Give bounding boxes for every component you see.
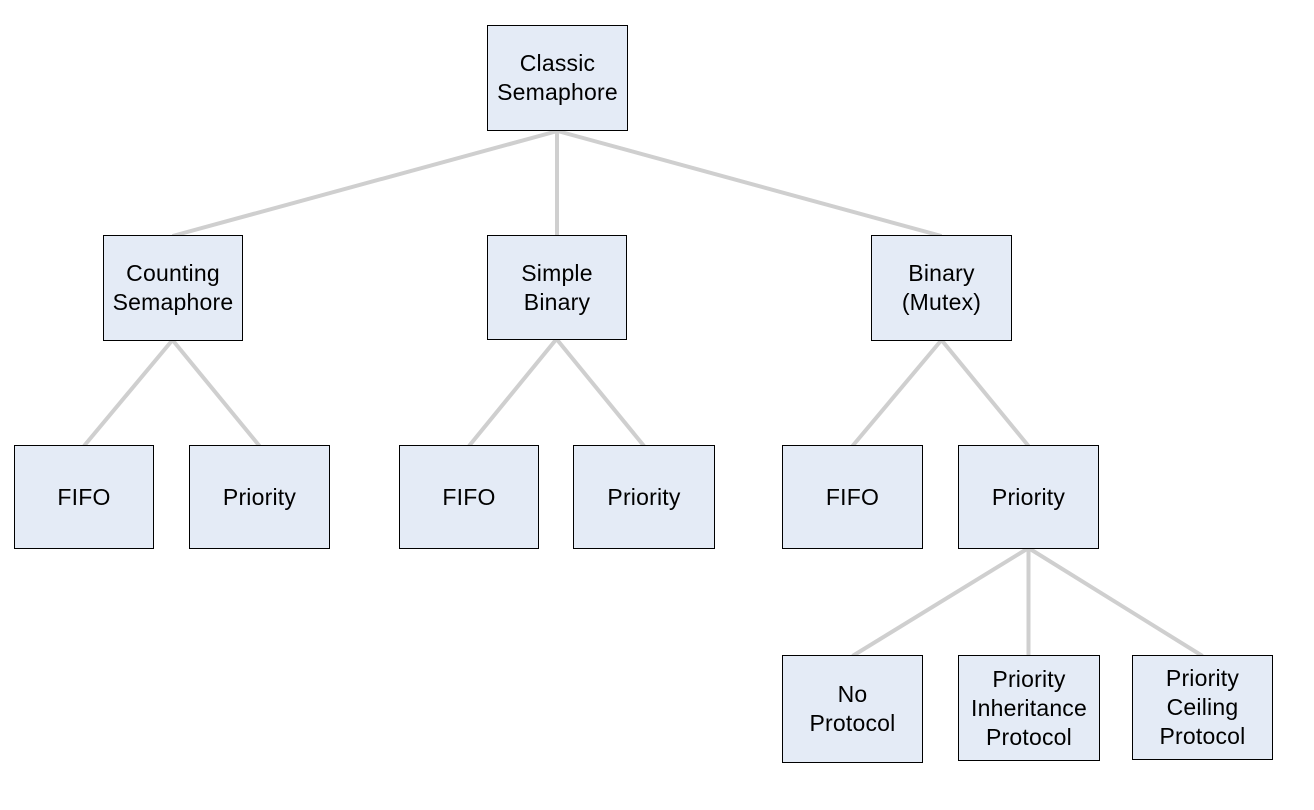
node-simple-priority: Priority [573, 445, 715, 549]
node-no-protocol: No Protocol [782, 655, 923, 763]
node-label-binary-fifo: FIFO [825, 483, 880, 510]
node-label-simple-fifo: FIFO [442, 483, 496, 510]
edge-binary-fifo [850, 338, 944, 448]
node-counting-semaphore: Counting Semaphore [103, 235, 243, 341]
node-label-counting-priority: Priority [222, 483, 297, 510]
edge-counting-fifo [82, 338, 175, 448]
node-simple-binary: Simple Binary [487, 235, 627, 340]
edge-priority-ceiling [1027, 546, 1204, 658]
node-label-no-protocol: No Protocol [809, 681, 896, 736]
node-label-priority-inheritance-protocol: Priority Inheritance Protocol [971, 665, 1087, 750]
node-label-simple-binary: Simple Binary [521, 259, 593, 315]
node-classic-semaphore: Classic Semaphore [487, 25, 628, 131]
node-binary-mutex: Binary (Mutex) [871, 235, 1012, 341]
edge-binary-priority [939, 338, 1031, 448]
node-label-counting-semaphore: Counting Semaphore [112, 260, 234, 315]
edge-priority-no-protocol [851, 546, 1030, 658]
edge-simple-fifo [467, 337, 559, 448]
node-label-priority-ceiling-protocol: Priority Ceiling Protocol [1159, 665, 1246, 749]
edge-simple-priority [554, 337, 646, 448]
node-simple-fifo: FIFO [399, 445, 539, 549]
edge-counting-priority [170, 338, 262, 448]
node-counting-priority: Priority [189, 445, 330, 549]
node-priority-ceiling-protocol: Priority Ceiling Protocol [1132, 655, 1273, 760]
node-label-counting-fifo: FIFO [57, 483, 111, 510]
node-binary-fifo: FIFO [782, 445, 923, 549]
node-label-classic-semaphore: Classic Semaphore [497, 50, 618, 105]
node-label-binary-priority: Priority [991, 483, 1066, 510]
node-binary-priority: Priority [958, 445, 1099, 549]
node-label-simple-priority: Priority [607, 483, 681, 510]
edge-classic-counting [171, 129, 559, 238]
edge-classic-binary-mutex [556, 129, 943, 238]
node-label-binary-mutex: Binary (Mutex) [901, 260, 982, 315]
node-counting-fifo: FIFO [14, 445, 154, 549]
node-priority-inheritance-protocol: Priority Inheritance Protocol [958, 655, 1100, 761]
